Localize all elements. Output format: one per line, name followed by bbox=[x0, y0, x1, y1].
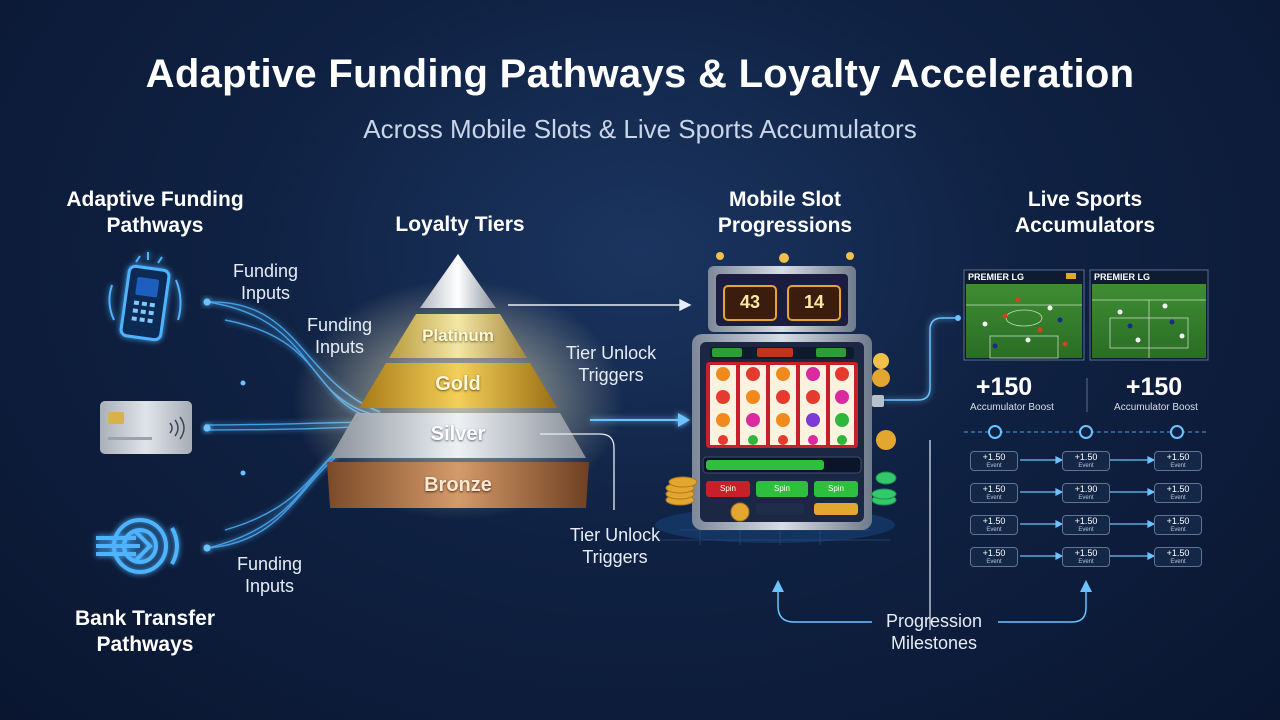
odds-value: +1.50 bbox=[1166, 452, 1190, 462]
funding-heading: Adaptive Funding Pathways bbox=[66, 188, 244, 237]
tier-unlock-label-2: Tier Unlock Triggers bbox=[569, 525, 661, 567]
game-title-2: PREMIER LG bbox=[1094, 272, 1151, 282]
odds-value: +1.50 bbox=[982, 452, 1006, 462]
odds-value: +1.50 bbox=[1074, 452, 1098, 462]
event-label: Event bbox=[1170, 527, 1186, 533]
boost-label-1: Accumulator Boost bbox=[970, 402, 1054, 413]
flow-node bbox=[240, 380, 246, 386]
funding-inputs-label-2: Funding Inputs bbox=[306, 315, 373, 357]
flow-node bbox=[240, 470, 246, 476]
odds-value: +1.50 bbox=[1166, 484, 1190, 494]
boost-value-2: +150 bbox=[1125, 373, 1183, 401]
progression-track bbox=[964, 425, 1208, 439]
page-subtitle: Across Mobile Slots & Live Sports Accumu… bbox=[363, 114, 917, 144]
event-label: Event bbox=[986, 527, 1002, 533]
event-label: Event bbox=[1078, 463, 1094, 469]
funding-inputs-label-1: Funding Inputs bbox=[232, 261, 299, 303]
credit-card-icon bbox=[100, 401, 192, 454]
tier-unlock-label-1: Tier Unlock Triggers bbox=[565, 343, 657, 385]
tier-gold bbox=[359, 363, 557, 408]
flow-node bbox=[203, 298, 211, 306]
boost-label-2: Accumulator Boost bbox=[1114, 402, 1198, 413]
tier-label-gold: Gold bbox=[435, 373, 481, 395]
slot-counter-1: 43 bbox=[739, 292, 761, 312]
page-title: Adaptive Funding Pathways & Loyalty Acce… bbox=[145, 52, 1135, 96]
event-label: Event bbox=[986, 463, 1002, 469]
event-label: Event bbox=[986, 559, 1002, 565]
event-label: Event bbox=[1078, 559, 1094, 565]
loyalty-heading: Loyalty Tiers bbox=[395, 213, 525, 236]
tier-label-bronze: Bronze bbox=[424, 474, 492, 496]
event-label: Event bbox=[986, 495, 1002, 501]
odds-value: +1.50 bbox=[1166, 516, 1190, 526]
tier-bronze bbox=[327, 462, 589, 508]
funding-inputs-label-3: Funding Inputs bbox=[236, 554, 303, 596]
bank-transfer-label: Bank Transfer Pathways bbox=[74, 607, 216, 656]
odds-value: +1.50 bbox=[982, 548, 1006, 558]
coin-stack-right bbox=[871, 471, 897, 506]
boost-value-1: +150 bbox=[975, 373, 1033, 401]
tier-label-platinum: Platinum bbox=[422, 326, 494, 345]
loyalty-pyramid bbox=[327, 254, 589, 508]
lever-knob bbox=[872, 369, 890, 387]
event-label: Event bbox=[1170, 495, 1186, 501]
event-label: Event bbox=[1170, 463, 1186, 469]
tier-platinum bbox=[389, 314, 527, 358]
coin-stack-left bbox=[665, 476, 750, 522]
milestone-right-connector bbox=[998, 590, 1087, 623]
odds-value: +1.50 bbox=[1074, 516, 1098, 526]
odds-value: +1.50 bbox=[982, 516, 1006, 526]
trigger-connector bbox=[540, 433, 615, 510]
spin-label-2[interactable]: Spin bbox=[773, 484, 790, 493]
tier-flow-arrows bbox=[508, 298, 692, 312]
event-label: Event bbox=[1170, 559, 1186, 565]
sports-panel-2 bbox=[1089, 269, 1209, 361]
odds-value: +1.50 bbox=[982, 484, 1006, 494]
odds-row-arrows bbox=[1020, 456, 1156, 560]
tier-silver bbox=[330, 413, 586, 458]
flow-node bbox=[203, 544, 211, 552]
tier-flow-glow-arrow bbox=[590, 413, 690, 427]
event-label: Event bbox=[1078, 495, 1094, 501]
slot-lever bbox=[872, 395, 884, 407]
slot-to-sports-connector bbox=[884, 317, 955, 401]
spin-button-green bbox=[756, 481, 808, 497]
spin-button-red bbox=[706, 481, 750, 497]
sports-panel-1 bbox=[963, 269, 1085, 361]
odds-value: +1.50 bbox=[1166, 548, 1190, 558]
odds-value: +1.50 bbox=[1074, 548, 1098, 558]
spin-button-green-2 bbox=[814, 481, 858, 497]
slot-machine bbox=[655, 252, 897, 545]
progression-milestones-label: Progression Milestones bbox=[885, 611, 983, 653]
event-label: Event bbox=[1078, 527, 1094, 533]
slots-heading: Mobile Slot Progressions bbox=[717, 188, 853, 237]
slot-counter-2: 14 bbox=[803, 292, 825, 312]
bank-transfer-icon bbox=[96, 518, 179, 574]
spin-label-3[interactable]: Spin bbox=[827, 484, 844, 493]
game-title-1: PREMIER LG bbox=[968, 272, 1025, 282]
milestone-left-connector bbox=[777, 590, 872, 623]
flow-node bbox=[203, 424, 211, 432]
spin-label-1[interactable]: Spin bbox=[719, 484, 736, 493]
tier-label-silver: Silver bbox=[430, 423, 486, 445]
sports-heading: Live Sports Accumulators bbox=[1014, 188, 1156, 237]
odds-value: +1.90 bbox=[1074, 484, 1098, 494]
mobile-payment-icon bbox=[108, 252, 182, 342]
